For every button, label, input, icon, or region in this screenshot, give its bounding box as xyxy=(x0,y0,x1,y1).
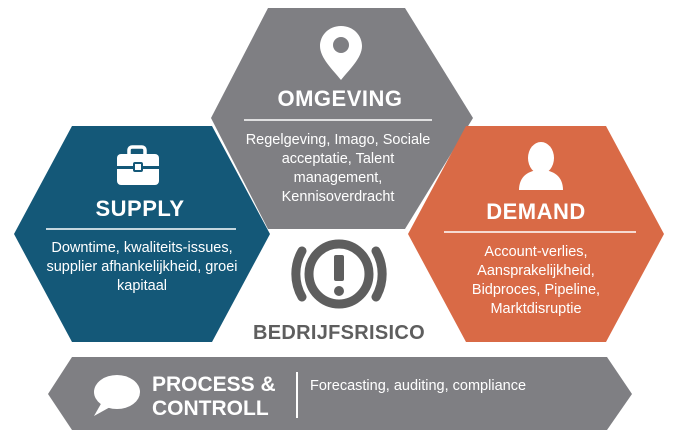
process-title-line1: PROCESS & xyxy=(152,373,276,396)
warning-exclamation-icon xyxy=(291,239,387,309)
omgeving-text: Regelgeving, Imago, Sociale acceptatie, … xyxy=(245,132,431,205)
process-title-line2: CONTROLL xyxy=(152,397,269,420)
omgeving-title: OMGEVING xyxy=(277,86,403,111)
briefcase-icon xyxy=(117,145,159,185)
demand-title: DEMAND xyxy=(486,199,586,224)
supply-title: SUPPLY xyxy=(95,196,185,221)
map-pin-icon xyxy=(320,26,362,80)
omgeving-hexagon xyxy=(211,8,473,229)
process-banner xyxy=(48,357,632,430)
demand-text: Account-verlies, Aansprakelijkheid, Bidp… xyxy=(471,244,601,317)
center-label: BEDRIJFSRISICO xyxy=(252,322,425,344)
process-text: Forecasting, auditing, compliance xyxy=(310,378,527,394)
speech-bubble-icon xyxy=(94,375,140,416)
person-icon xyxy=(519,142,563,190)
supply-hexagon xyxy=(14,126,270,342)
demand-hexagon xyxy=(408,126,664,342)
supply-text: Downtime, kwaliteits-issues, supplier af… xyxy=(46,240,238,294)
